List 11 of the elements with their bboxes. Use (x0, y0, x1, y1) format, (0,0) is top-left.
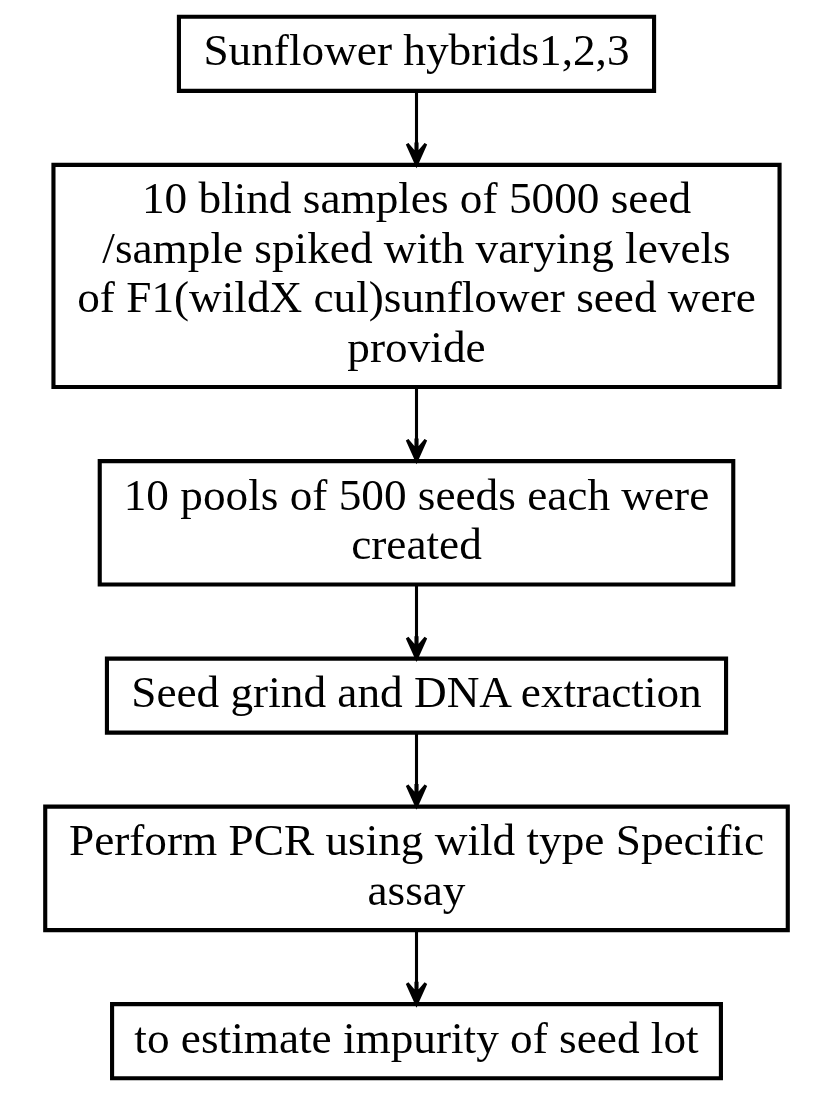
arrow (405, 584, 428, 660)
arrow (405, 733, 428, 808)
node-box: Perform PCR using wild type Specific assay (43, 804, 790, 933)
node-box: Sunflower hybrids1,2,3 (176, 14, 657, 93)
node-box: Seed grind and DNA extraction (104, 656, 729, 735)
arrow (405, 930, 428, 1006)
arrow (405, 387, 428, 463)
node-box: 10 pools of 500 seeds each were created (97, 459, 736, 587)
node-box: to estimate impurity of seed lot (110, 1002, 723, 1081)
arrow (405, 90, 428, 167)
node-box: 10 blind samples of 5000 seed /sample spiked with varying levels of F1(wildX cul)sunflower seed were provide (51, 162, 782, 390)
